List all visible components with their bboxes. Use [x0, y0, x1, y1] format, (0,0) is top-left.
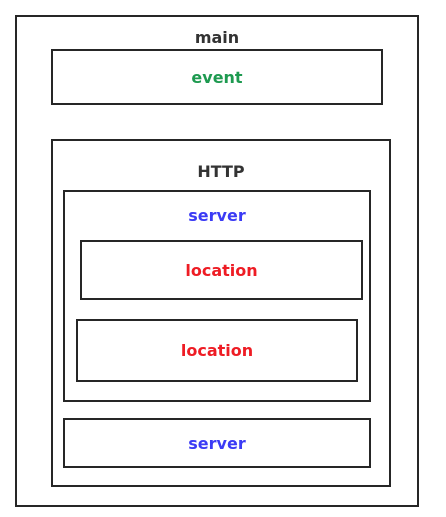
main-label: main — [194, 28, 240, 47]
server-label-1: server — [188, 206, 246, 225]
event-label: event — [191, 67, 243, 87]
server-label-2: server — [188, 433, 246, 453]
location-label-1: location — [185, 260, 258, 280]
location-block-2: location — [76, 319, 358, 382]
event-block: event — [51, 49, 383, 105]
location-label-2: location — [180, 341, 254, 360]
http-label: HTTP — [197, 162, 245, 181]
server-block-2: server — [63, 418, 371, 468]
location-block-1: location — [80, 240, 363, 300]
